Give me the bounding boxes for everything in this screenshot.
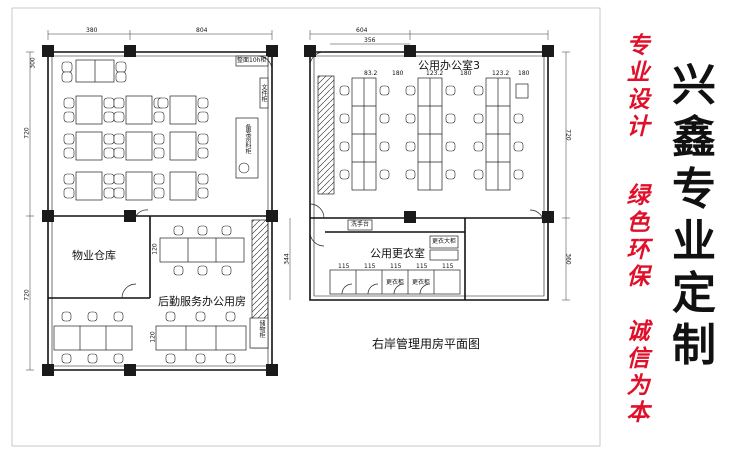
dim-top-c: 604 (356, 27, 368, 34)
dim-left-b: 720 (23, 289, 31, 301)
label-cabinet-top: 整面10h柜 (237, 57, 267, 64)
label-cabinet-store: 储物柜 (258, 320, 265, 338)
dim-lock-a: 115 (338, 263, 350, 270)
dim-desk-f: 180 (518, 70, 530, 77)
dim-v-c: 300 (29, 57, 37, 69)
dim-desk-b: 180 (392, 70, 404, 77)
locker-room-furniture (329, 219, 461, 295)
room-warehouse: 物业仓库 (72, 249, 116, 262)
label-locker: 更衣柜 (386, 279, 405, 286)
dim-desk-c: 123.2 (426, 70, 444, 77)
dim-lock-e: 115 (442, 263, 454, 270)
dim-top-d: 356 (364, 37, 376, 44)
dim-left-a: 720 (23, 127, 31, 139)
room-locker: 公用更衣室 (370, 247, 425, 260)
dim-mid-v: 344 (283, 253, 291, 265)
label-cabinet-side: 文件柜 (260, 84, 267, 102)
dim-lock-c: 115 (390, 263, 402, 270)
office3-cabinet (317, 75, 335, 195)
dim-top-a: 380 (86, 27, 98, 34)
dim-v-b: 120 (149, 331, 157, 343)
label-locker-small: 更衣柜 (412, 279, 431, 286)
label-desk-vert: 备案资料柜 (244, 124, 251, 154)
dim-right-a: 720 (564, 129, 572, 141)
dim-v-a: 120 (151, 243, 159, 255)
bottom-desks (53, 325, 247, 351)
slogan-design: 专业设计 (626, 32, 650, 140)
brand-slogan: 兴鑫专业定制 (672, 60, 716, 371)
plan-title: 右岸管理用房平面图 (372, 337, 481, 351)
dim-top-b: 804 (196, 27, 208, 34)
label-sink: 洗手台 (351, 221, 370, 228)
room-office3: 公用办公室3 (418, 59, 480, 72)
slogan-integrity: 诚信为本 (626, 318, 650, 426)
dim-desk-a: 83.2 (364, 70, 378, 77)
label-wardrobe: 更衣大柜 (432, 238, 457, 245)
dim-lock-d: 115 (416, 263, 428, 270)
room-logistics: 后勤服务办公用房 (158, 295, 246, 308)
left-top-chairs (61, 61, 250, 199)
logistics-furniture (159, 219, 269, 349)
dim-desk-e: 123.2 (492, 70, 510, 77)
slogan-green: 绿色环保 (626, 182, 650, 290)
walls (47, 51, 549, 371)
dim-desk-d: 180 (460, 70, 472, 77)
office3-desks (351, 77, 529, 191)
dimension-lines (26, 30, 570, 371)
dim-right-b: 360 (564, 253, 572, 265)
left-top-furniture (75, 55, 269, 201)
dim-lock-b: 115 (364, 263, 376, 270)
structural-columns (42, 45, 554, 376)
